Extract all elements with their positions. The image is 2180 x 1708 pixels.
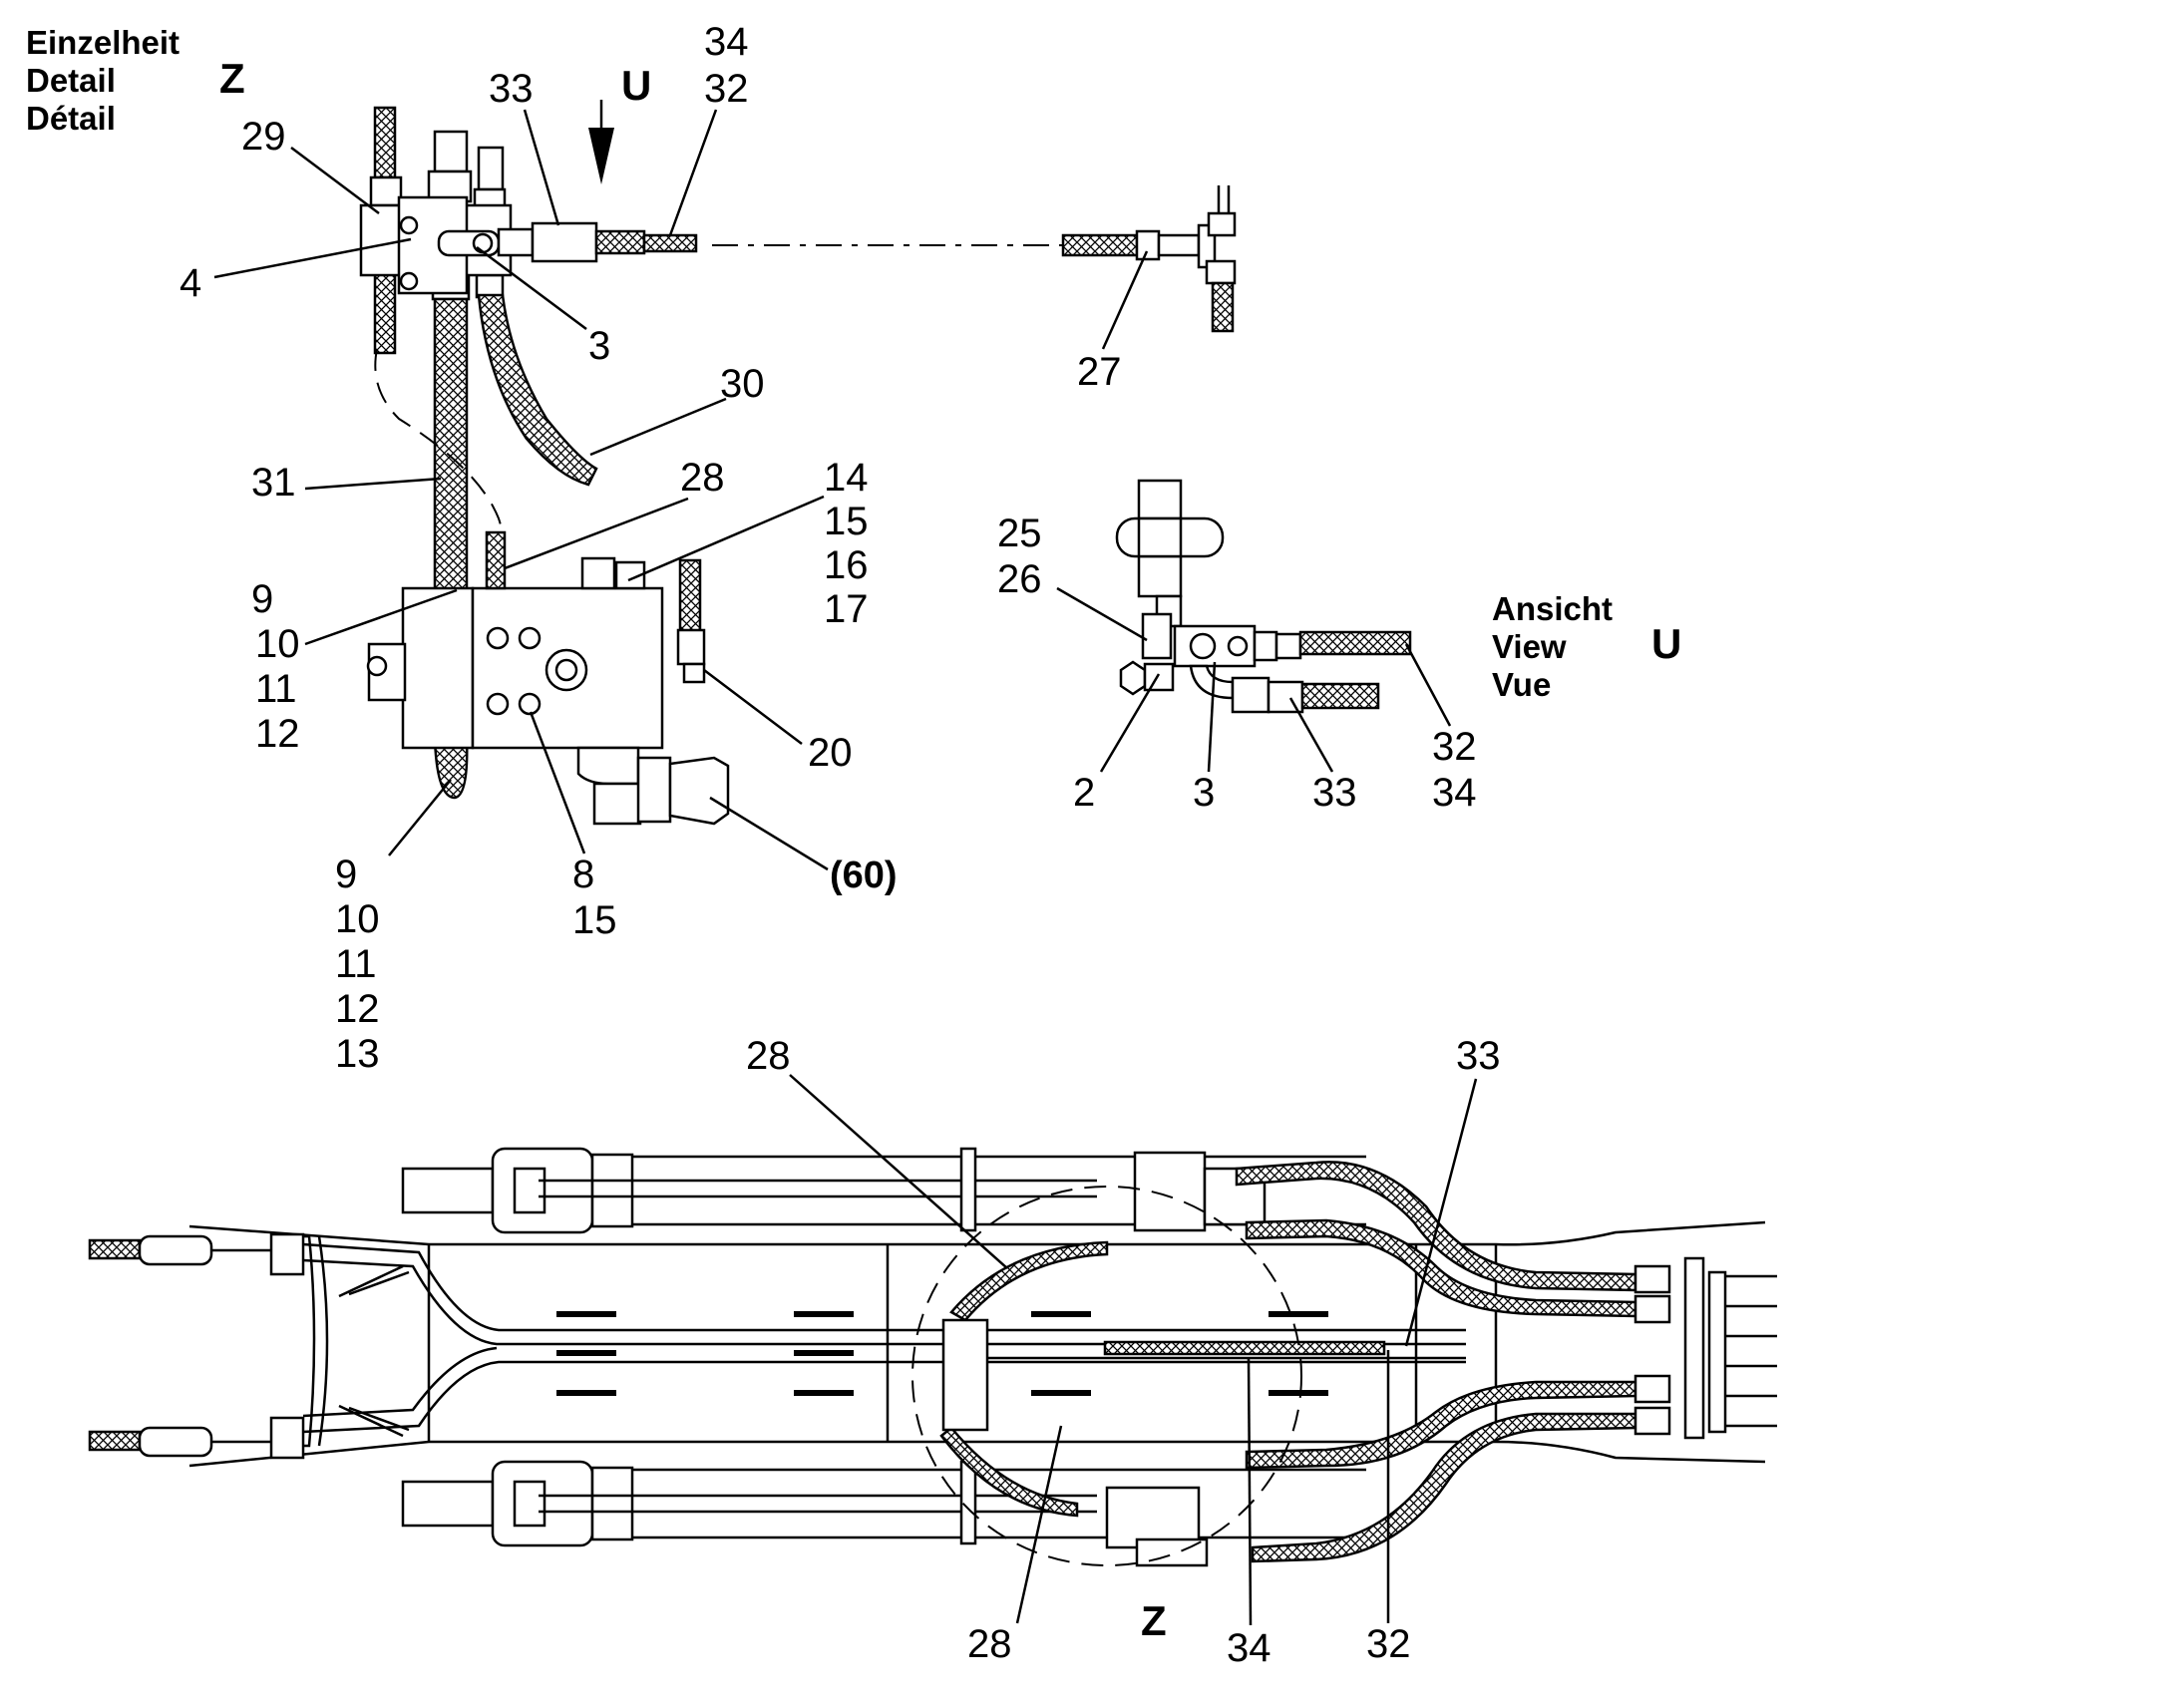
- callout-11: 11: [255, 667, 297, 711]
- detail-z-heading-line-2: Detail: [26, 62, 116, 99]
- callout-13b: 13: [335, 1032, 380, 1076]
- view-u-heading-line-1: Ansicht: [1492, 590, 1613, 627]
- callout-11b: 11: [335, 942, 377, 986]
- callout-27: 27: [1077, 350, 1122, 394]
- callout-25: 25: [997, 512, 1042, 555]
- arrow-u-letter: U: [621, 62, 651, 109]
- callout-30: 30: [720, 362, 765, 406]
- hose-27: [1061, 233, 1139, 257]
- callout-8: 8: [572, 853, 594, 896]
- callout-34-bottom: 34: [1227, 1626, 1272, 1670]
- callout-29: 29: [241, 115, 286, 159]
- callout-10b: 10: [335, 897, 380, 941]
- hose-segment: [594, 229, 646, 255]
- detail-z-drawing: [359, 106, 1237, 826]
- view-u-arrow: U: [588, 62, 651, 184]
- view-u-heading: Ansicht View Vue U: [1492, 590, 1681, 703]
- detail-z-heading: Einzelheit Detail Détail Z: [26, 24, 245, 137]
- detail-z-marker: Z: [1141, 1597, 1167, 1644]
- callout-28: 28: [680, 456, 725, 500]
- detail-z-circle: [911, 1186, 1302, 1566]
- callout-16: 16: [824, 543, 869, 587]
- arrow-down-icon: [588, 128, 614, 184]
- callout-31: 31: [251, 461, 296, 505]
- detail-z-heading-line-1: Einzelheit: [26, 24, 180, 61]
- boom-slots: [556, 1311, 1328, 1396]
- callout-10: 10: [255, 622, 300, 666]
- callout-33-top: 33: [1456, 1034, 1501, 1078]
- callout-33v: 33: [1312, 771, 1357, 815]
- callout-2: 2: [1073, 771, 1095, 815]
- callout-14: 14: [824, 456, 869, 500]
- hose-segment: [642, 233, 698, 253]
- hose-32: [1298, 630, 1412, 656]
- callout-32-bottom: 32: [1366, 1622, 1411, 1666]
- callout-34v: 34: [1432, 771, 1477, 815]
- callout-33: 33: [489, 67, 534, 111]
- hose-segment: [373, 106, 397, 179]
- callout-12b: 12: [335, 987, 380, 1031]
- callout-12: 12: [255, 712, 300, 756]
- hose-30: [477, 293, 598, 487]
- view-u-heading-line-2: View: [1492, 628, 1567, 665]
- callout-60: (60): [830, 854, 898, 896]
- view-u-heading-line-3: Vue: [1492, 666, 1551, 703]
- callout-32v: 32: [1432, 725, 1477, 769]
- detail-z-heading-line-3: Détail: [26, 100, 116, 137]
- hose-28: [485, 530, 507, 590]
- view-u-drawing: [1115, 479, 1412, 714]
- callout-32: 32: [704, 67, 749, 111]
- callout-20: 20: [808, 731, 853, 775]
- hose-32-assembly: [1103, 1340, 1386, 1356]
- detail-z-letter: Z: [219, 55, 245, 102]
- callout-4: 4: [180, 261, 201, 305]
- callout-26: 26: [997, 557, 1042, 601]
- assembly-callouts: 28 33 28 Z 34 32: [746, 1034, 1501, 1670]
- hose-33: [1300, 682, 1380, 710]
- view-u-callouts: 25 26 2 3 33 32 34: [997, 512, 1477, 815]
- callout-28-bottom: 28: [967, 1622, 1012, 1666]
- callout-34: 34: [704, 20, 749, 64]
- detail-z-callouts: 29 4 3 33 34 32 27 30 31 28 14 15 16 17 …: [180, 20, 1149, 1076]
- callout-15b: 15: [572, 898, 617, 942]
- view-u-letter: U: [1651, 620, 1681, 667]
- callout-15: 15: [824, 500, 869, 543]
- callout-9b: 9: [335, 853, 357, 896]
- callout-3: 3: [588, 324, 610, 368]
- assembly-drawing: [88, 1147, 1777, 1567]
- callout-17: 17: [824, 587, 869, 631]
- callout-9: 9: [251, 577, 273, 621]
- callout-3v: 3: [1193, 771, 1215, 815]
- callout-28-top: 28: [746, 1034, 791, 1078]
